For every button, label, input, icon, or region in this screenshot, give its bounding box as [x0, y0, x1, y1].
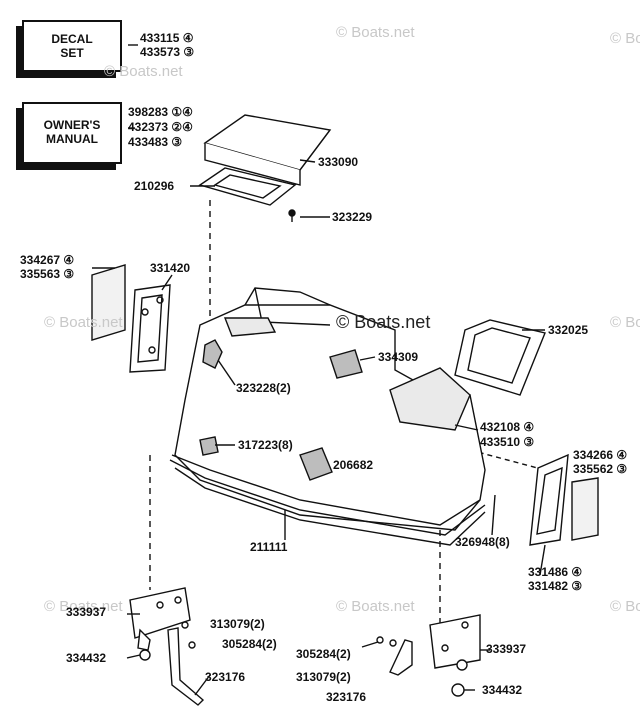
part-number-label: 206682 — [333, 458, 374, 472]
screw-part — [376, 636, 384, 644]
part-number-label: 305284(2) — [222, 637, 277, 651]
part-number-label: 334267 ④ — [20, 253, 75, 267]
pad-part — [199, 436, 219, 456]
watermark-text: © Boats.net — [336, 598, 415, 615]
latch-part — [429, 614, 481, 697]
part-number-label: 313079(2) — [296, 670, 351, 684]
owners-manual-box: OWNER'S MANUAL — [22, 102, 122, 164]
part-number-label: 334266 ④ — [573, 448, 628, 462]
watermark-text: © Boats.net — [336, 24, 415, 41]
part-number-label: 333937 — [66, 605, 107, 619]
window-part — [454, 319, 546, 396]
part-number-label: 323229 — [332, 210, 373, 224]
bracket-part — [389, 639, 413, 676]
part-number-label: 326948(8) — [455, 535, 510, 549]
part-number-label: 333937 — [486, 642, 527, 656]
decal-set-box: DECAL SET — [22, 20, 122, 72]
part-number-label: 317223(8) — [238, 438, 293, 452]
watermark-text: © Boats.net — [104, 63, 183, 80]
watermark-text: © Boats.net — [44, 598, 123, 615]
part-number-label: 323176 — [326, 690, 367, 704]
part-number-label: 331486 ④ — [528, 565, 583, 579]
decal-part — [571, 477, 599, 541]
part-number-label: 335562 ③ — [573, 462, 628, 476]
part-number-label: 432108 ④ — [480, 420, 535, 434]
pad-part — [329, 349, 363, 379]
watermark-text: © Boats.net — [610, 314, 640, 331]
part-number-label: 432373 ②④ — [128, 120, 193, 134]
seal-gasket-part — [198, 167, 297, 206]
part-number-label: 210296 — [134, 179, 175, 193]
part-number-label: 313079(2) — [210, 617, 265, 631]
latch-part — [129, 587, 191, 661]
assembly-line — [469, 449, 546, 471]
part-number-label: 433483 ③ — [128, 135, 183, 149]
part-number-label: 334309 — [378, 350, 419, 364]
part-number-label: 331482 ③ — [528, 579, 583, 593]
part-number-label: 331420 — [150, 261, 191, 275]
washer-part — [389, 639, 397, 647]
frame-part — [529, 453, 569, 546]
part-number-label: 334432 — [66, 651, 107, 665]
motor-cover-part — [169, 287, 486, 546]
watermark-text: © Boats.net — [336, 312, 431, 332]
screw-part — [181, 621, 189, 629]
bracket-part — [167, 627, 205, 706]
part-number-label: 334432 — [482, 683, 523, 697]
part-number-label: 332025 — [548, 323, 589, 337]
part-number-label: 335563 ③ — [20, 267, 75, 281]
decal-set-label: DECAL SET — [51, 32, 93, 60]
part-number-label: 433510 ③ — [480, 435, 535, 449]
part-number-label: 305284(2) — [296, 647, 351, 661]
watermark-text: © Boats.net — [44, 314, 123, 331]
owners-manual-label: OWNER'S MANUAL — [43, 118, 101, 146]
part-number-label: 211111 — [250, 540, 288, 554]
frame-part — [129, 284, 171, 373]
part-number-label: 323176 — [205, 670, 246, 684]
part-number-label: 323228(2) — [236, 381, 291, 395]
part-number-label: 333090 — [318, 155, 359, 169]
screw-part — [288, 209, 296, 222]
part-number-label: 433115 ④ — [140, 31, 194, 45]
washer-part — [188, 641, 196, 649]
part-number-label: 433573 ③ — [140, 45, 195, 59]
pad-part — [299, 447, 333, 481]
watermark-text: © Boats.net — [610, 30, 640, 47]
part-number-label: 398283 ①④ — [128, 105, 193, 119]
watermark-text: © Boats.net — [610, 598, 640, 615]
cover-lid-part — [203, 114, 332, 186]
